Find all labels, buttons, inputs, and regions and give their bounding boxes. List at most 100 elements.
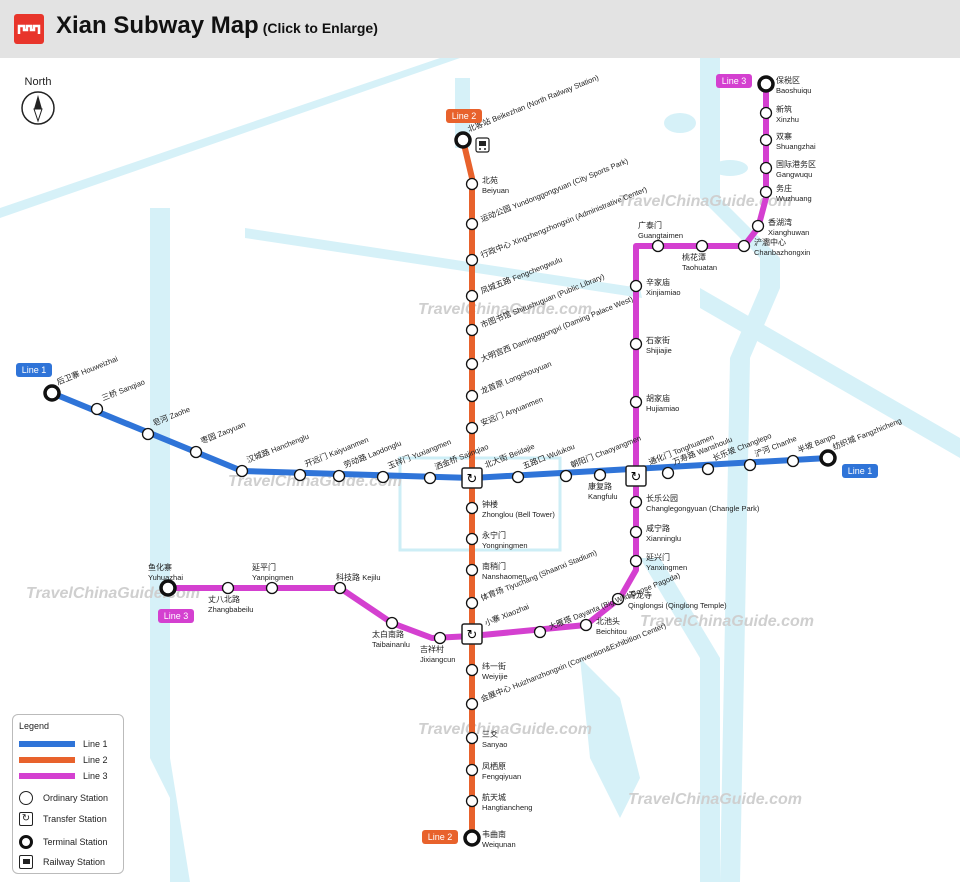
station-name-cn: 永宁门 — [482, 530, 506, 540]
station-marker — [235, 464, 249, 478]
station-marker — [465, 697, 479, 711]
station-marker — [759, 106, 773, 120]
station-name-en: Wuzhuang — [776, 194, 812, 203]
station-xiaozhai[interactable]: 小寨 Xiaozhai — [483, 601, 531, 628]
legend-label: Line 3 — [83, 771, 108, 781]
legend-label: Line 2 — [83, 755, 108, 765]
watermark-text: TravelChinaGuide.com — [640, 613, 814, 630]
station-name-cn: 太白南路 — [372, 629, 404, 639]
station-name-en: Zaoyuan — [216, 420, 246, 439]
station-anyuanmen[interactable]: 安远门 Anyuanmen — [465, 394, 545, 435]
station-marker — [189, 445, 203, 459]
station-name-cn: 鱼化寨 — [148, 562, 172, 572]
station-marker — [90, 402, 104, 416]
station-marker — [465, 532, 479, 546]
station-name-cn: 凤城五路 — [479, 274, 514, 296]
station-name-en: Taibainanlu — [372, 640, 410, 649]
line-3-badge-north: Line 3 — [716, 74, 752, 88]
legend-label: Terminal Station — [43, 837, 108, 847]
station-name-en: Guangtaimen — [638, 231, 683, 240]
station-name-en: Fangzhicheng — [856, 416, 903, 442]
transfer-station-tonghuamen[interactable]: ↻ — [625, 465, 647, 487]
station-name-en: Changlegongyuan (Changle Park) — [646, 504, 760, 513]
station-kejilu[interactable]: 科技路 Kejilu — [333, 572, 381, 595]
station-name-cn: 科技路 — [336, 572, 362, 582]
station-name-en: Yongningmen — [482, 541, 528, 550]
station-marker — [221, 581, 235, 595]
map-title-text: Xian Subway Map — [56, 12, 259, 39]
station-marker — [629, 337, 643, 351]
station-name-cn: 胡家庙 — [646, 393, 670, 403]
station-name-cn: 后卫寨 — [55, 368, 83, 387]
station-name-en: Sanyao — [482, 740, 507, 749]
subway-map[interactable]: TravelChinaGuide.com TravelChinaGuide.co… — [0, 58, 960, 882]
transfer-station-xiaozhai[interactable]: ↻ — [461, 623, 483, 645]
station-name-en: Baoshuiqu — [776, 86, 811, 95]
station-marker — [385, 616, 399, 630]
station-name-cn: 五路口 — [521, 452, 549, 471]
transfer-icon: ↻ — [467, 472, 478, 487]
station-sanqiao[interactable]: 三桥 Sanqiao — [90, 376, 147, 416]
watermark-text: TravelChinaGuide.com — [618, 193, 792, 210]
legend-item-line3: Line 3 — [19, 769, 108, 783]
station-zaoyuan[interactable]: 枣园 Zaoyuan — [189, 419, 247, 459]
page-title[interactable]: Xian Subway Map(Click to Enlarge) — [56, 12, 378, 40]
legend-item-ordinary: Ordinary Station — [19, 791, 108, 805]
station-name-en: Hangtiancheng — [482, 803, 532, 812]
station-marker — [465, 731, 479, 745]
station-marker — [465, 357, 479, 371]
line-3-label: Line 3 — [164, 611, 189, 621]
enlarge-link[interactable]: (Click to Enlarge) — [262, 20, 378, 36]
station-name-en: Houweizhai — [80, 354, 120, 377]
station-marker — [465, 596, 479, 610]
station-name-en: Longshouyuan — [504, 359, 553, 386]
station-name-en: Yuhuazhai — [148, 573, 183, 582]
station-xingzhengzhongxin[interactable]: 行政中心 Xingzhengzhongxin (Administrative C… — [465, 184, 649, 267]
station-name-cn: 青龙寺 — [628, 590, 652, 600]
station-marker — [465, 563, 479, 577]
terminal-station-marker — [43, 384, 61, 402]
legend-label: Line 1 — [83, 739, 108, 749]
transfer-station-beidajie[interactable]: ↻ — [461, 467, 483, 489]
station-marker — [465, 389, 479, 403]
station-name-en: Zhangbabeilu — [208, 605, 253, 614]
station-name-cn: 龙首原 — [479, 377, 507, 396]
station-marker — [465, 501, 479, 515]
